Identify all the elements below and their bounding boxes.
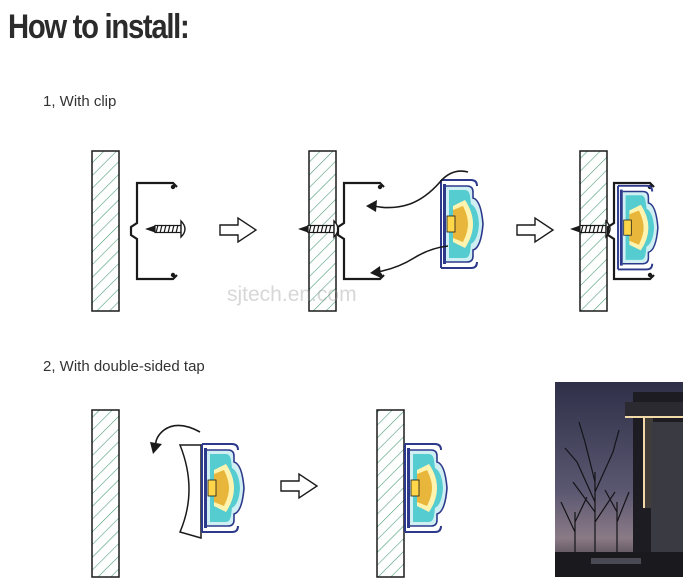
row2-wall-a [91, 409, 120, 578]
row1-clip-b [336, 181, 386, 281]
row1-arrow-b [516, 217, 554, 243]
step1-label: 1, With clip [43, 93, 117, 110]
row2-arrow [280, 473, 318, 499]
row1-wall-a [91, 150, 120, 312]
row2-led-b [404, 443, 448, 533]
row2-curved-arrow [150, 424, 201, 454]
row1-led-b [440, 179, 484, 269]
watermark: sjtech.en.com [227, 283, 357, 306]
photo-icon [555, 382, 683, 577]
row1-led-c [617, 184, 659, 271]
row2-wall-b [376, 409, 405, 578]
page-title: How to install: [8, 8, 190, 46]
row1-arrow-a [219, 217, 257, 243]
installed-led-photo [555, 382, 683, 577]
step2-label: 2, With double-sided tap [43, 358, 205, 375]
row1-curved-arrows [366, 170, 469, 278]
row2-tape [178, 444, 202, 539]
row2-led-a [201, 443, 245, 533]
row1-screw-a [144, 220, 186, 238]
